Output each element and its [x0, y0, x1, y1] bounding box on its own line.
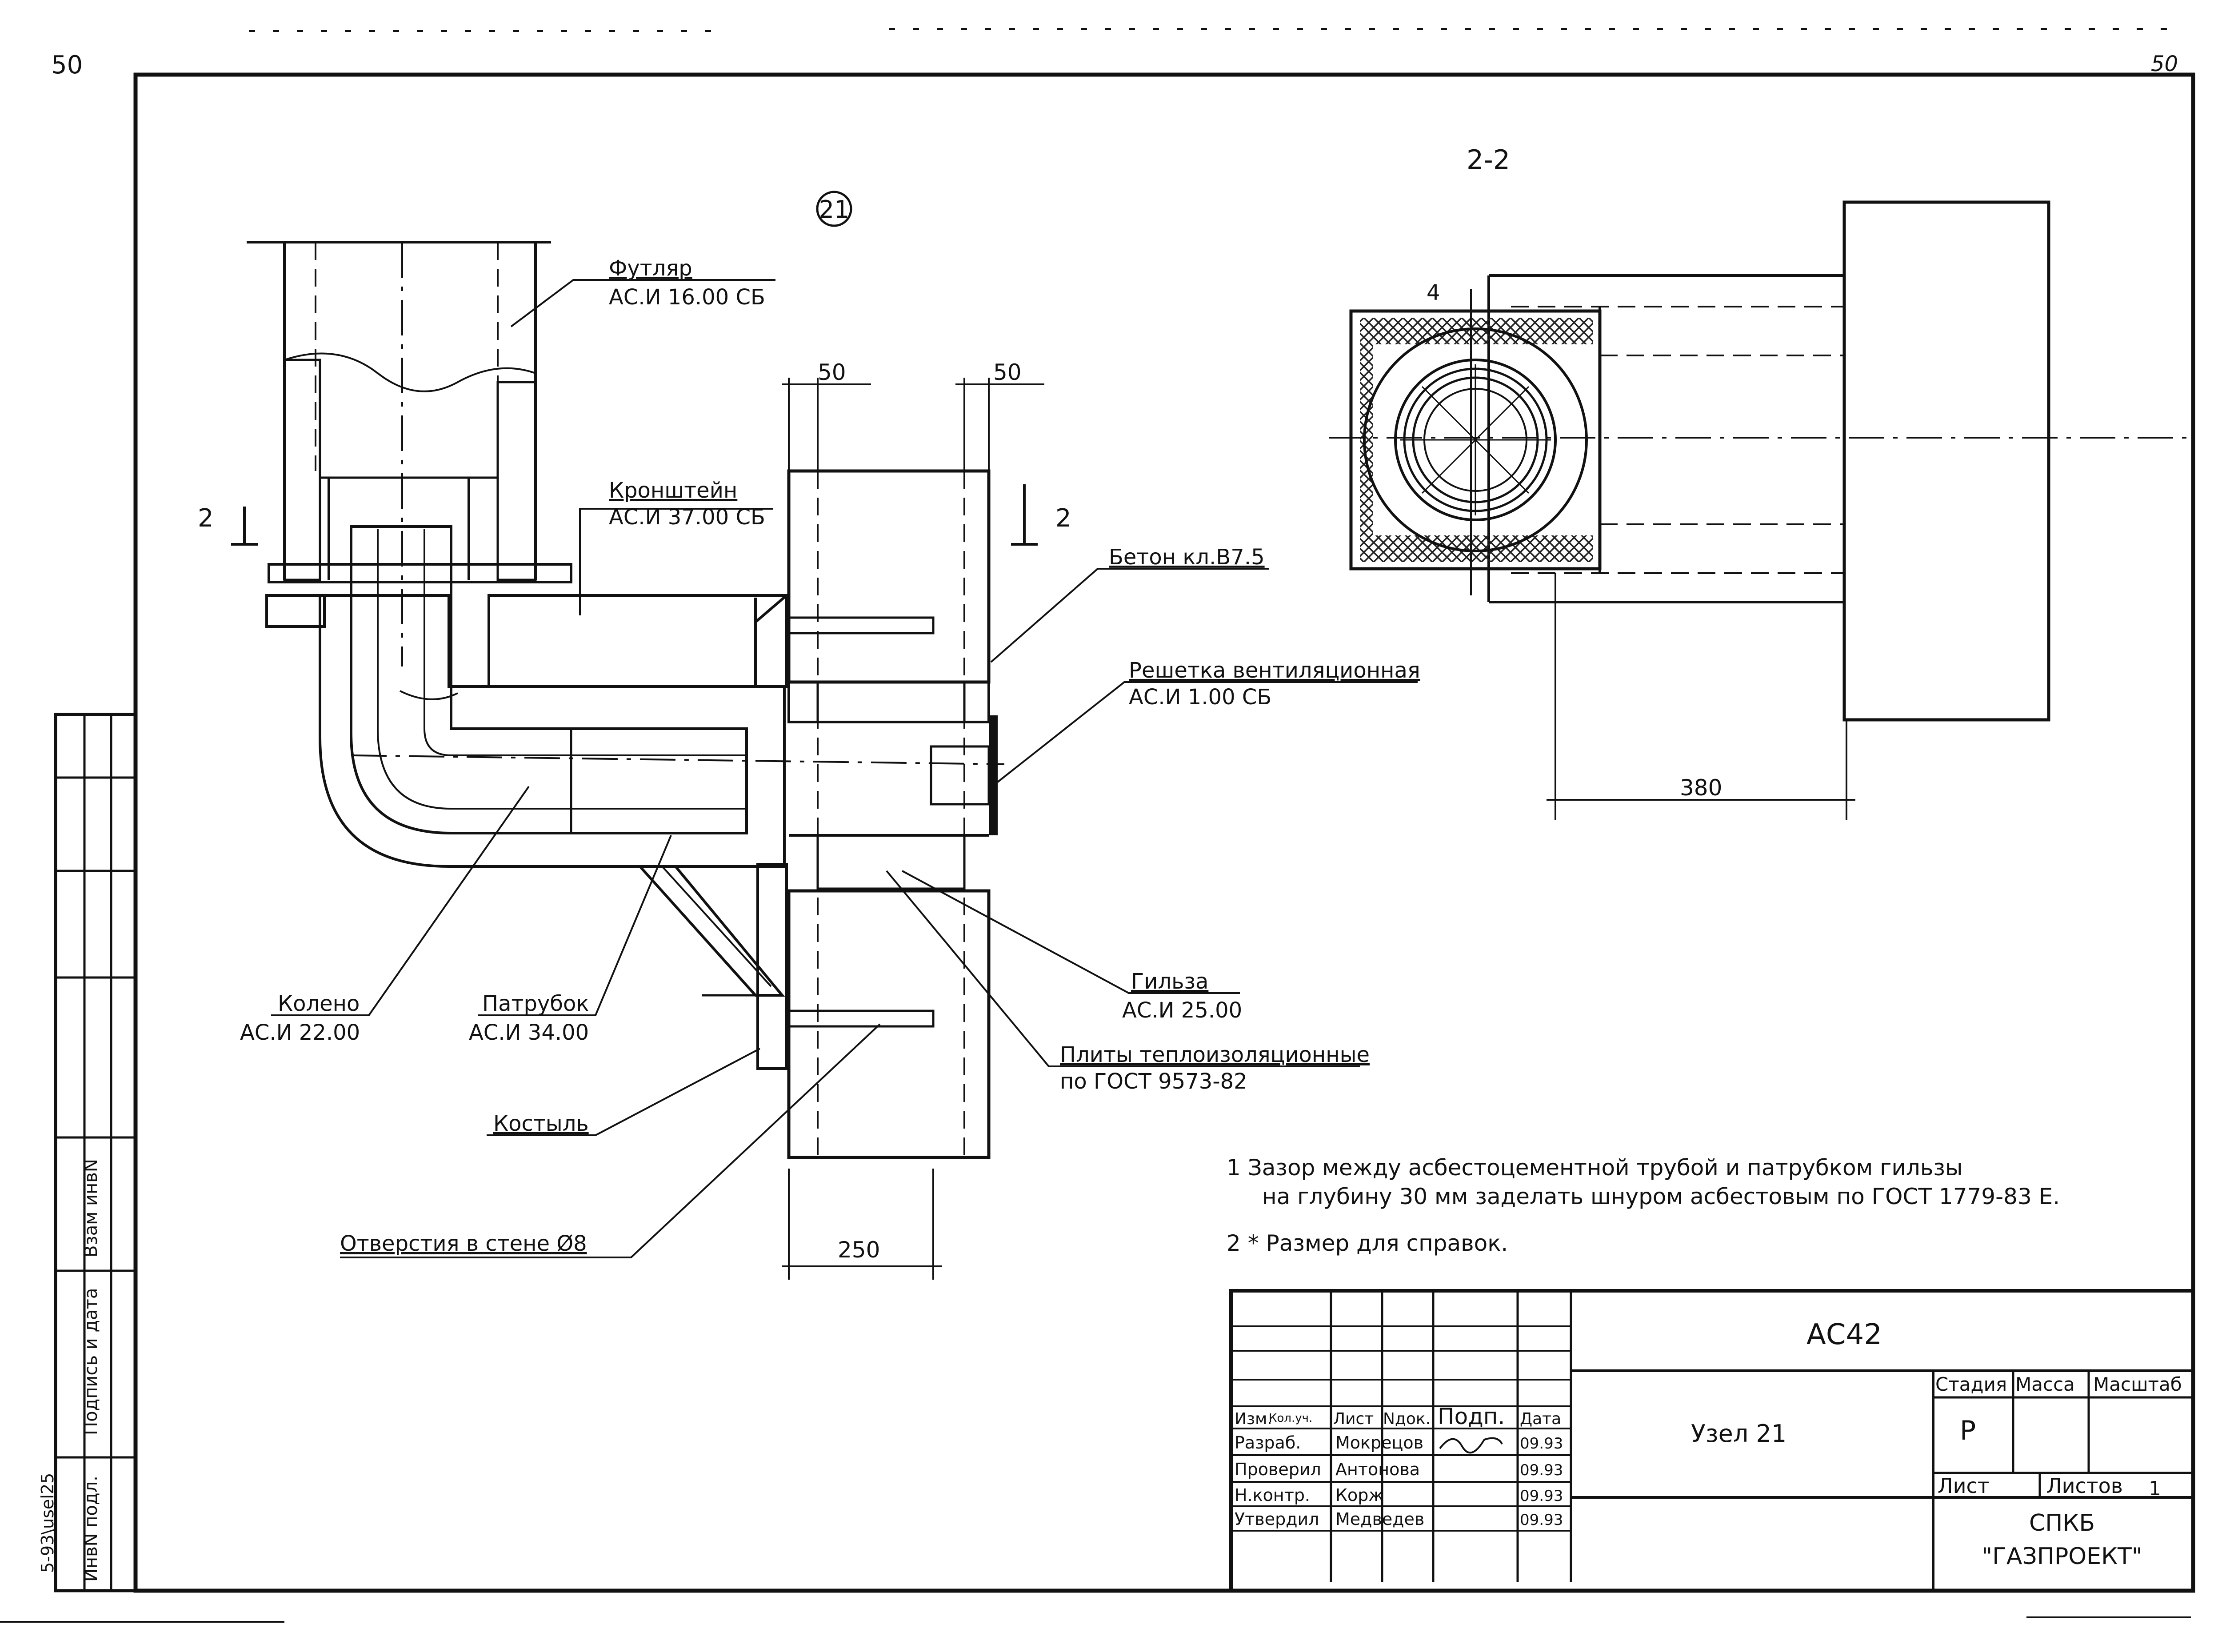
callout-futlyar-name: Футляр [609, 256, 692, 281]
callout-kronshtein-name: Кронштейн [609, 478, 737, 503]
org-line2: "ГАЗПРОЕКТ" [1982, 1543, 2142, 1570]
role-utverdil: Утвердил [1235, 1509, 1319, 1529]
dim-380: 380 [1680, 775, 1722, 801]
date-proveril: 09.93 [1520, 1461, 1563, 1479]
label-masshtab: Масштаб [2093, 1373, 2182, 1395]
callout-plity-name: Плиты теплоизоляционные [1060, 1042, 1370, 1067]
callout-otverstiya: Отверстия в стене Ø8 [340, 1231, 587, 1256]
value-stadiya: Р [1960, 1415, 1976, 1446]
elbow-assembly [319, 525, 1005, 868]
role-nkontr: Н.контр. [1235, 1485, 1310, 1505]
hdr-izm: Изм. [1235, 1410, 1272, 1428]
dim-50-right: 50 [993, 359, 1022, 385]
stamp-inv-podl: ИнвN подл. [81, 1476, 101, 1582]
notes: 1 Зазор между асбестоцементной трубой и … [1227, 1155, 2060, 1256]
role-razrab: Разраб. [1235, 1433, 1301, 1452]
leader-lines [271, 279, 1418, 1258]
role-proveril: Проверил [1235, 1460, 1321, 1479]
hdr-ndok: Nдок. [1383, 1410, 1431, 1428]
node-elevation: 21 2 2 [198, 191, 1420, 1280]
callout-beton: Бетон кл.В7.5 [1109, 545, 1265, 570]
label-stadiya: Стадия [1935, 1373, 2007, 1395]
concrete-wall [756, 469, 998, 1159]
corner-mark: 50 [2151, 52, 2178, 76]
callout-patrubok-name: Патрубок [482, 991, 589, 1016]
callout-reshetka-name: Решетка вентиляционная [1129, 658, 1420, 683]
note-1-line2: на глубину 30 мм заделать шнуром асбесто… [1262, 1184, 2060, 1209]
callout-kostyl: Костыль [493, 1111, 589, 1136]
callout-reshetka-code: АС.И 1.00 СБ [1129, 685, 1271, 710]
hdr-data: Дата [1520, 1410, 1561, 1428]
hdr-podp: Подп. [1438, 1404, 1505, 1429]
drawing-title: Узел 21 [1691, 1420, 1786, 1448]
label-list: Лист [1938, 1474, 1990, 1498]
sheet-header: 50 50 [51, 28, 2178, 80]
date-utverdil: 09.93 [1520, 1511, 1563, 1529]
name-nkontr: Корж [1335, 1485, 1384, 1505]
doc-code: АС42 [1806, 1318, 1882, 1351]
name-razrab: Мокрецов [1335, 1433, 1423, 1452]
name-proveril: Антонова [1335, 1460, 1420, 1479]
callout-futlyar-code: АС.И 16.00 СБ [609, 285, 765, 310]
vertical-casing [247, 241, 572, 666]
note-2: 2 * Размер для справок. [1227, 1230, 1508, 1256]
section-2-2: 2-2 4 380 [1329, 144, 2186, 820]
label-listov: Листов [2046, 1474, 2123, 1498]
date-nkontr: 09.93 [1520, 1487, 1563, 1505]
cut-mark-left: 2 [198, 504, 214, 533]
hdr-kol: Кол.уч. [1269, 1412, 1312, 1425]
node-number: 21 [819, 196, 850, 223]
section-cut-marks: 2 2 [198, 484, 1071, 546]
elevation-dimensions: 50 50 250 [782, 359, 1044, 1280]
side-stamp: Взам инвN Подпись и дата ИнвN подл. 5-93… [38, 713, 137, 1592]
callout-gilza-code: АС.И 25.00 [1122, 998, 1242, 1023]
hdr-list: Лист [1333, 1410, 1374, 1428]
value-listov: 1 [2149, 1477, 2161, 1500]
dim-250: 250 [838, 1237, 880, 1263]
callout-patrubok-code: АС.И 34.00 [469, 1020, 589, 1045]
signature [1439, 1437, 1503, 1454]
callout-koleno-name: Колено [278, 991, 360, 1016]
callout-plity-code: по ГОСТ 9573-82 [1060, 1069, 1247, 1094]
callout-kronshtein-code: АС.И 37.00 СБ [609, 505, 765, 530]
dim-4: 4 [1427, 280, 1440, 305]
name-utverdil: Медведев [1335, 1509, 1424, 1529]
bracket [488, 594, 788, 997]
note-1-line1: 1 Зазор между асбестоцементной трубой и … [1227, 1155, 1962, 1181]
file-code: 5-93\usel25 [38, 1473, 57, 1573]
stamp-podpis-data: Подпись и дата [81, 1288, 101, 1435]
callout-koleno-code: АС.И 22.00 [240, 1020, 360, 1045]
section-label: 2-2 [1467, 144, 1510, 176]
date-razrab: 09.93 [1520, 1435, 1563, 1452]
page-number: 50 [51, 51, 83, 80]
dim-50-left: 50 [818, 359, 846, 385]
callout-texts: Футляр АС.И 16.00 СБ Кронштейн АС.И 37.0… [240, 256, 1420, 1256]
node-circle [816, 191, 852, 227]
cut-mark-right: 2 [1055, 504, 1071, 533]
title-block: АС42 Узел 21 Изм. Кол.уч. Лист Nдок. Под… [1229, 1289, 2195, 1592]
org-line1: СПКБ [2029, 1510, 2095, 1536]
label-massa: Масса [2015, 1373, 2075, 1395]
callout-gilza-name: Гильза [1131, 969, 1208, 994]
stamp-vzam-inv: Взам инвN [81, 1159, 101, 1257]
